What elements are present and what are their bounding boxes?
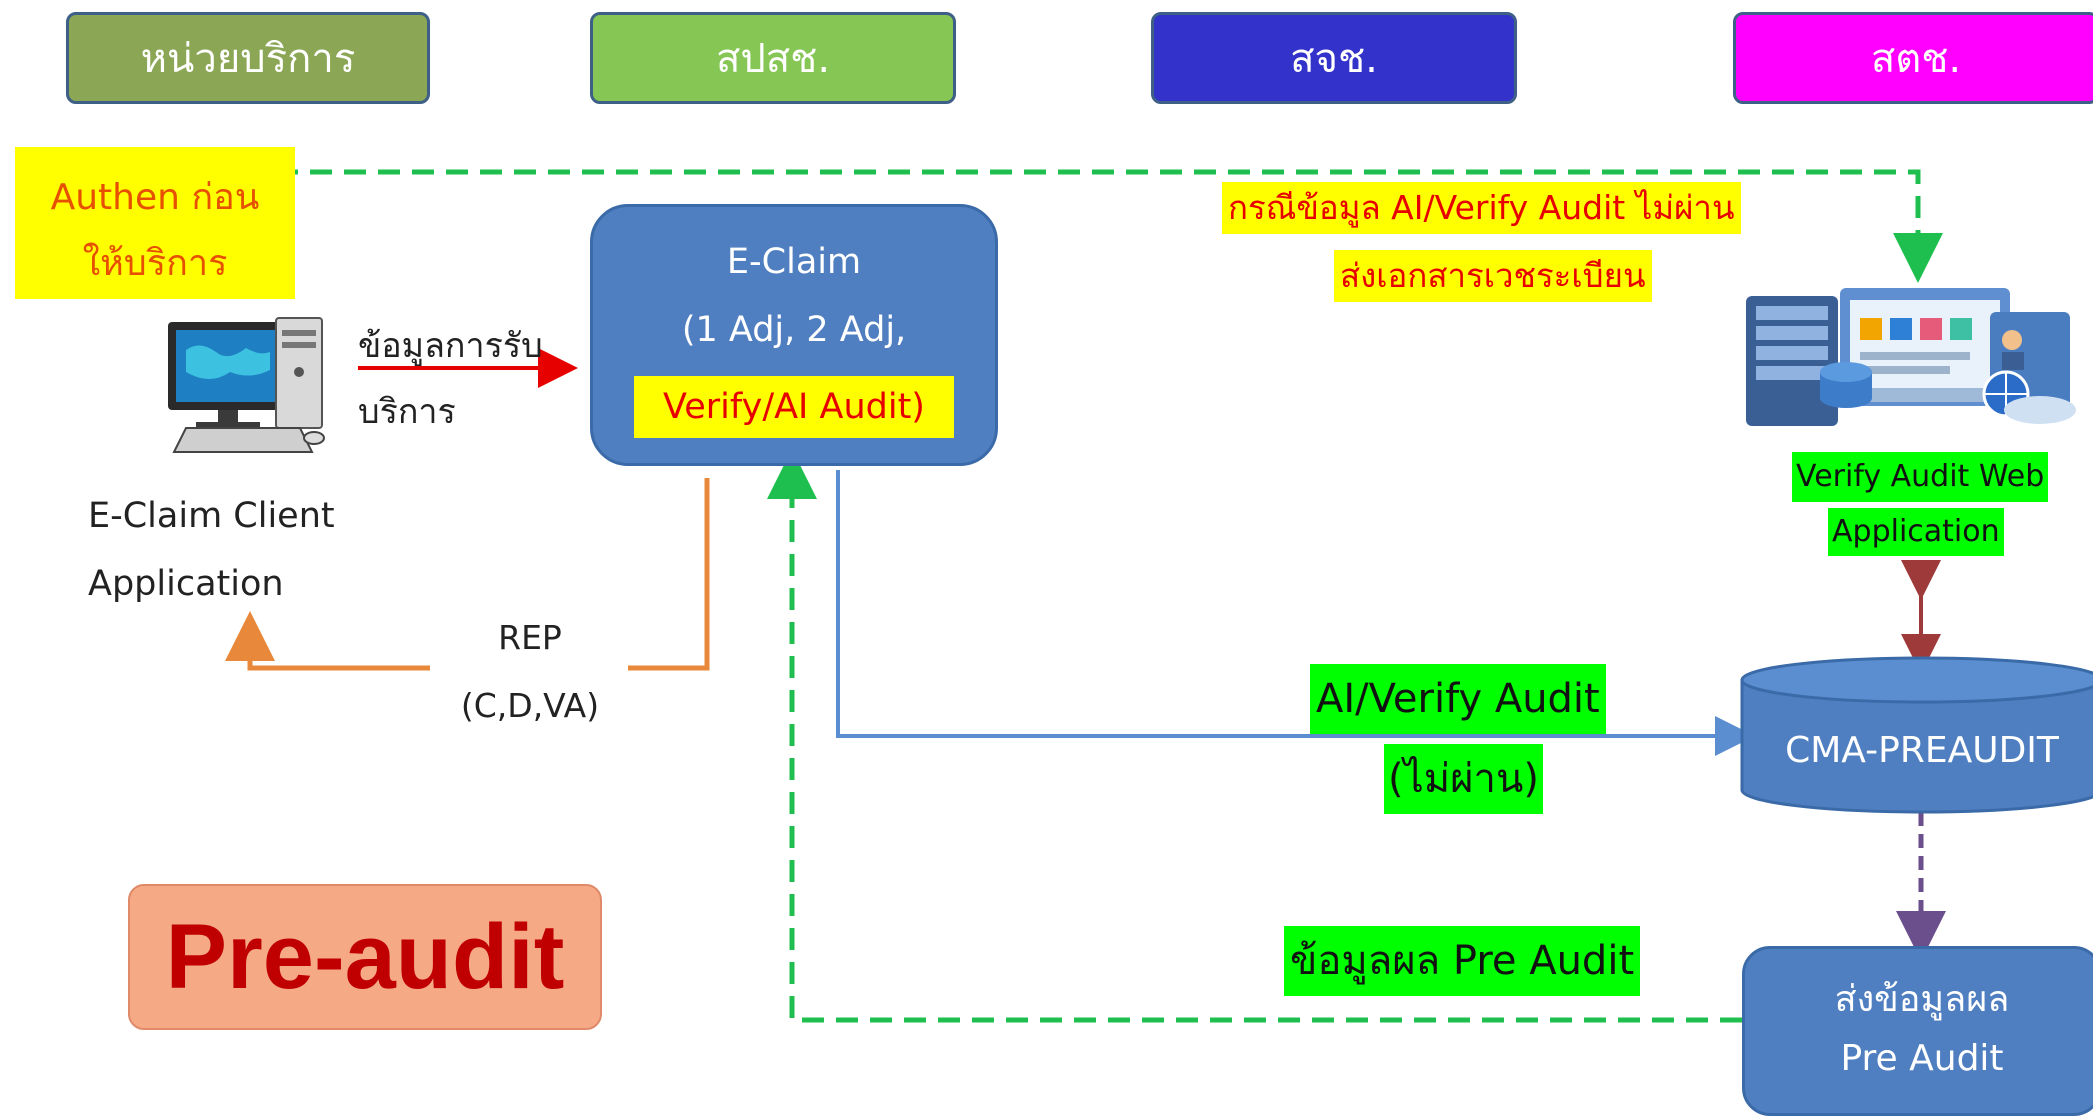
authen-line2: ให้บริการ	[82, 243, 228, 284]
database-label: CMA-PREAUDIT	[1785, 730, 2059, 771]
page-title: Pre-audit	[165, 905, 565, 1008]
send-result-line1: ส่งข้อมูลผล	[1834, 979, 2010, 1020]
header-regional: สปสช.	[590, 12, 956, 104]
rep-line2: (C,D,VA)	[460, 686, 600, 725]
ai-verify-line1: AI/Verify Audit	[1310, 664, 1606, 734]
header-office-b-label: สตช.	[1870, 36, 1962, 82]
rep-return-arrow-tail	[225, 611, 430, 671]
preaudit-result-label: ข้อมูลผล Pre Audit	[1284, 926, 1641, 996]
fail-case-line2: ส่งเอกสารเวชระเบียน	[1334, 250, 1652, 302]
verify-app-line2: Application	[1828, 508, 2004, 556]
send-result-line2: Pre Audit	[1840, 1038, 2004, 1079]
header-office-a-label: สจช.	[1290, 36, 1378, 82]
connector-layer	[168, 169, 2093, 1023]
eclaim-to-db-arrow	[836, 470, 1755, 756]
header-provider-label: หน่วยบริการ	[140, 36, 356, 82]
client-app-line1: E-Claim Client	[88, 496, 335, 536]
title-box: Pre-audit	[128, 884, 602, 1030]
ai-verify-line2: (ไม่ผ่าน)	[1384, 744, 1543, 814]
eclaim-line2: (1 Adj, 2 Adj,	[681, 310, 907, 350]
rep-line1: REP	[498, 618, 562, 657]
authen-line1: Authen ก่อน	[50, 177, 260, 218]
result-to-eclaim-connector	[767, 449, 1742, 1023]
rep-return-arrow	[628, 478, 710, 671]
authen-note	[15, 147, 295, 299]
web-application-icon	[1746, 288, 2076, 426]
eclaim-line1: E-Claim	[726, 242, 862, 282]
verify-app-line1: Verify Audit Web	[1792, 452, 2049, 502]
header-regional-label: สปสช.	[715, 36, 831, 82]
header-provider: หน่วยบริการ	[66, 12, 430, 104]
service-data-line1: ข้อมูลการรับ	[358, 326, 543, 366]
database-cylinder	[1740, 656, 2093, 814]
computer-icon	[168, 317, 325, 453]
header-office-a: สจช.	[1151, 12, 1517, 104]
service-data-line2: บริการ	[358, 392, 456, 432]
header-office-b: สตช.	[1733, 12, 2093, 104]
fail-case-line1: กรณีข้อมูล AI/Verify Audit ไม่ผ่าน	[1222, 182, 1741, 234]
eclaim-line3: Verify/AI Audit)	[634, 376, 954, 438]
client-app-line2: Application	[88, 564, 284, 604]
